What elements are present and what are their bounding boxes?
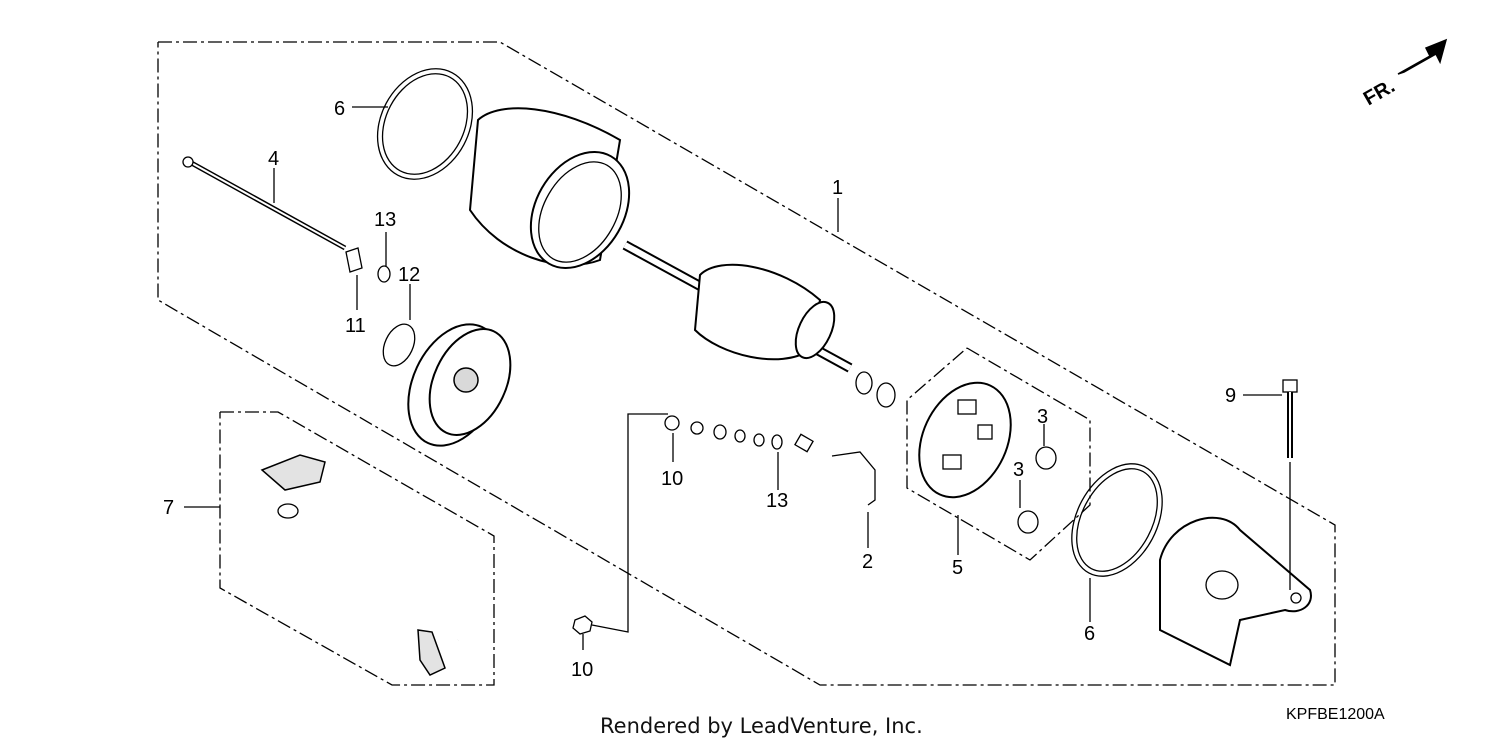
mounting-bolt-9 (1282, 379, 1298, 590)
rear-cover (1159, 516, 1312, 667)
main-assembly-boundary (157, 41, 1336, 686)
front-direction-arrow-icon: FR. (1360, 38, 1448, 110)
diagram-code: KPFBE1200A (1286, 706, 1385, 723)
callout-5: 5 (952, 557, 963, 579)
callout-7: 7 (163, 497, 174, 519)
callout-13-upper: 13 (374, 209, 396, 231)
callout-9: 9 (1225, 385, 1236, 407)
front-direction-label: FR. (1360, 75, 1399, 110)
callout-10-upper: 10 (661, 468, 683, 490)
callout-11: 11 (345, 315, 366, 337)
armature (622, 240, 853, 373)
terminal-insulator-kit (664, 415, 814, 453)
callout-6-rear: 6 (1084, 623, 1095, 645)
nut-bracket-line (591, 413, 668, 633)
terminal-bolt (831, 451, 876, 506)
footer-credit: Rendered by LeadVenture, Inc. (600, 714, 923, 738)
brush-spring-b (1017, 510, 1039, 534)
brush-spring-a (1035, 446, 1057, 470)
callout-10-lower: 10 (571, 659, 593, 681)
o-ring-13-left (377, 265, 391, 283)
through-bolt (182, 156, 347, 251)
callout-1: 1 (832, 177, 843, 199)
o-ring-top (376, 68, 474, 180)
leader-lines (184, 106, 1282, 622)
callout-4: 4 (268, 148, 279, 170)
starter-cable (260, 454, 460, 676)
callout-6-top: 6 (334, 98, 345, 120)
callout-2: 2 (862, 551, 873, 573)
front-cover (407, 323, 512, 447)
thrust-washer-b (876, 382, 896, 408)
callout-12: 12 (398, 264, 420, 286)
callout-13-lower: 13 (766, 490, 788, 512)
callout-3-upper: 3 (1037, 406, 1048, 428)
callout-3-lower: 3 (1013, 459, 1024, 481)
brush-holder-group-boundary (906, 347, 1091, 561)
o-ring-rear (1071, 463, 1163, 577)
lock-washer-11 (345, 247, 363, 273)
cable-group-boundary (219, 411, 495, 686)
motor-yoke-housing (468, 107, 631, 270)
thrust-washer-a (855, 371, 873, 395)
nut-10-lower (572, 615, 593, 650)
o-ring-12 (382, 323, 416, 367)
brush-holder (918, 381, 1012, 499)
